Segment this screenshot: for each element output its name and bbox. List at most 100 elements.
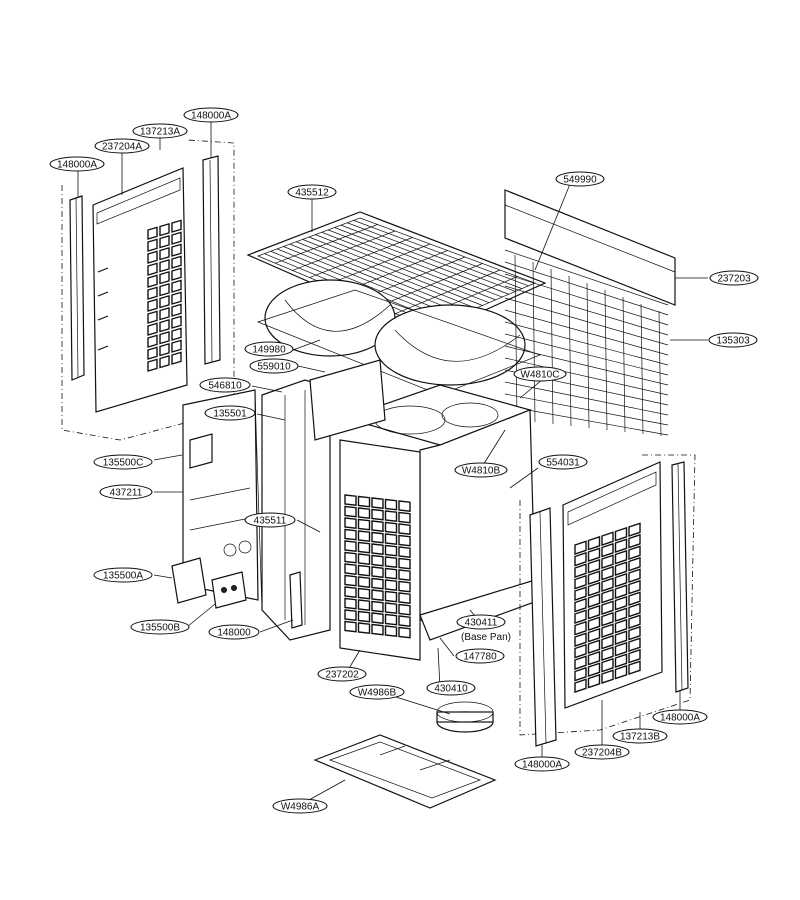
hex-fin [658, 310, 662, 437]
grille-cell [628, 614, 641, 629]
grille-cell [614, 630, 628, 645]
grille-cell [398, 615, 411, 628]
label-text: 135303 [716, 336, 750, 347]
fan-blade [394, 329, 521, 362]
left-corner-post [202, 155, 221, 365]
leader [439, 637, 455, 657]
bottom-parts [313, 701, 497, 809]
bottom-plate [313, 734, 497, 809]
grille-cell [171, 231, 182, 245]
front-corner-post [289, 571, 303, 629]
hex-tube [504, 261, 669, 316]
grille-cell [357, 495, 371, 508]
grille-cell [344, 620, 357, 633]
grille-cell [357, 576, 371, 589]
label-text: 135500B [140, 623, 180, 634]
grille-cell [614, 572, 628, 588]
grille-cell [159, 330, 170, 345]
grille-cell [371, 589, 384, 602]
grille-cell [601, 588, 614, 604]
label-text: 148000A [522, 760, 562, 771]
left-front-panel-group [171, 389, 303, 629]
grille-cell [357, 518, 371, 531]
guard-wire [378, 263, 483, 307]
hex-tube [504, 321, 669, 366]
grille-cell [171, 267, 182, 281]
label-text: 137213A [140, 127, 180, 138]
label-W4986A: W4986A [272, 798, 328, 814]
grille-cell [147, 358, 158, 372]
label-text: 137213B [620, 732, 660, 743]
top-fan-grille [246, 211, 547, 396]
grille-cell [587, 662, 601, 677]
grille-cell [371, 497, 384, 510]
hex-tube [504, 285, 669, 336]
grille-cell [159, 258, 170, 273]
grille-cell [628, 556, 641, 572]
label-W4986B: W4986B [349, 684, 405, 700]
grille-cell [384, 521, 398, 534]
grille-cell [344, 517, 357, 530]
label-text: 237204B [582, 748, 622, 759]
grille-cell [628, 522, 641, 537]
grille-cell [371, 612, 384, 625]
grille-cell [574, 632, 587, 647]
grille-cell [614, 618, 628, 634]
grille-cell [398, 592, 411, 605]
label-text: 135500C [103, 458, 144, 469]
guard-wire [395, 269, 501, 314]
grille-cell [587, 535, 601, 551]
label-237203: 237203 [709, 270, 759, 286]
grille-cell [371, 520, 384, 533]
grille-cell [371, 543, 384, 556]
service-panel-window [189, 433, 213, 469]
grille-cell [384, 590, 398, 603]
grille-cell [384, 625, 398, 638]
label-437211: 437211 [99, 484, 153, 500]
grille-cell [601, 646, 614, 661]
grille-cell [371, 508, 384, 521]
right-panel-grille [574, 522, 641, 693]
label-137213B: 137213B [612, 728, 668, 744]
grille-cell [357, 541, 371, 554]
grille-cell [147, 262, 158, 276]
grille-cell [384, 510, 398, 523]
service-panel-band [189, 517, 251, 531]
label-148000: 148000 [208, 624, 260, 640]
label-W4810C: W4810C [513, 366, 567, 382]
rear-panel-band [504, 204, 676, 273]
grille-cell [171, 219, 182, 233]
grille-cell [398, 557, 411, 570]
leader [251, 385, 283, 393]
leader [292, 339, 321, 351]
grille-cell [357, 599, 371, 612]
grille-cell [147, 250, 158, 264]
label-text: 148000A [660, 713, 700, 724]
label-135303: 135303 [708, 332, 758, 348]
central-cabinet [261, 359, 541, 661]
grille-cell [171, 243, 182, 257]
leader [509, 467, 539, 489]
grille-cell [574, 643, 587, 659]
grille-cell [384, 533, 398, 546]
label-435511: 435511 [244, 512, 296, 528]
grille-cell [171, 255, 182, 269]
grille-cell [147, 310, 158, 324]
hex-tube [504, 381, 669, 416]
hex-tube [504, 273, 669, 326]
grille-cell [628, 637, 641, 652]
grille-cell [171, 315, 182, 329]
grille-cell [384, 613, 398, 626]
label-text: 554031 [546, 458, 580, 469]
grille-cell [601, 623, 614, 638]
hex-tube [504, 297, 669, 346]
grille-cell [159, 306, 170, 321]
grille-cell [344, 574, 357, 587]
grille-cell [628, 602, 641, 618]
guard-wire [275, 224, 378, 264]
label-text: 237204A [102, 142, 142, 153]
label-148000A-right: 148000A [652, 709, 708, 725]
grille-cell [587, 604, 601, 620]
left-panel-grille [147, 219, 182, 372]
